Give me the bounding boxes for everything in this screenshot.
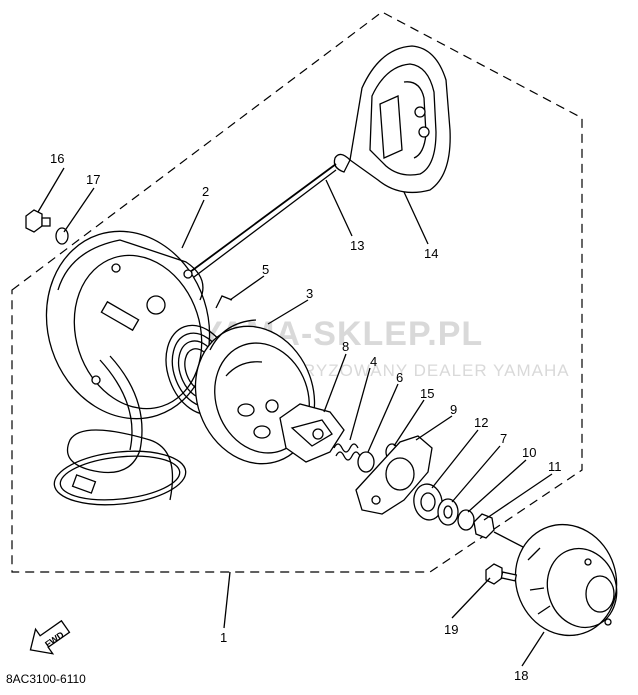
- part-13-rope: [185, 163, 337, 281]
- label-3: 3: [306, 286, 313, 301]
- label-1: 1: [220, 630, 227, 645]
- part-10-spring-washer: [457, 509, 475, 531]
- part-14-handle-grip: [333, 45, 451, 194]
- hose-loop: [53, 450, 187, 506]
- watermark-sub-text: AUTORYZOWANY DEALER YAMAHA: [252, 361, 570, 380]
- part-19-bolt: [485, 563, 518, 585]
- part-2-case: [45, 230, 211, 501]
- part-6-washer: [357, 451, 375, 473]
- label-14: 14: [424, 246, 438, 261]
- diagram-reference-code: 8AC3100-6110: [6, 672, 86, 686]
- label-12: 12: [474, 415, 488, 430]
- part-labels: 16 17 2 5 3 8 4 6 15 9 12 7 10 11 13 14 …: [50, 151, 562, 683]
- label-6: 6: [396, 370, 403, 385]
- label-11: 11: [548, 459, 562, 474]
- assembly-boundary: [11, 11, 583, 573]
- part-12-washer: [413, 483, 443, 521]
- part-4-spring: [333, 443, 361, 461]
- label-4: 4: [370, 354, 377, 369]
- leader-lines: [37, 167, 553, 667]
- part-9-guide-plate: [355, 435, 433, 515]
- label-13: 13: [350, 238, 364, 253]
- part-16-bolt: [25, 209, 51, 233]
- label-15: 15: [420, 386, 434, 401]
- label-7: 7: [500, 431, 507, 446]
- label-9: 9: [450, 402, 457, 417]
- label-10: 10: [522, 445, 536, 460]
- label-2: 2: [202, 184, 209, 199]
- label-18: 18: [514, 668, 528, 683]
- label-19: 19: [444, 622, 458, 637]
- part-17-washer: [55, 227, 69, 245]
- fwd-arrow-icon: FWD: [29, 619, 71, 655]
- label-16: 16: [50, 151, 64, 166]
- label-17: 17: [86, 172, 100, 187]
- part-7-washer: [437, 498, 459, 526]
- label-8: 8: [342, 339, 349, 354]
- part-11-nut: [473, 513, 495, 539]
- part-8-pawl: [279, 403, 345, 463]
- part-18-cover: [514, 523, 618, 637]
- label-5: 5: [262, 262, 269, 277]
